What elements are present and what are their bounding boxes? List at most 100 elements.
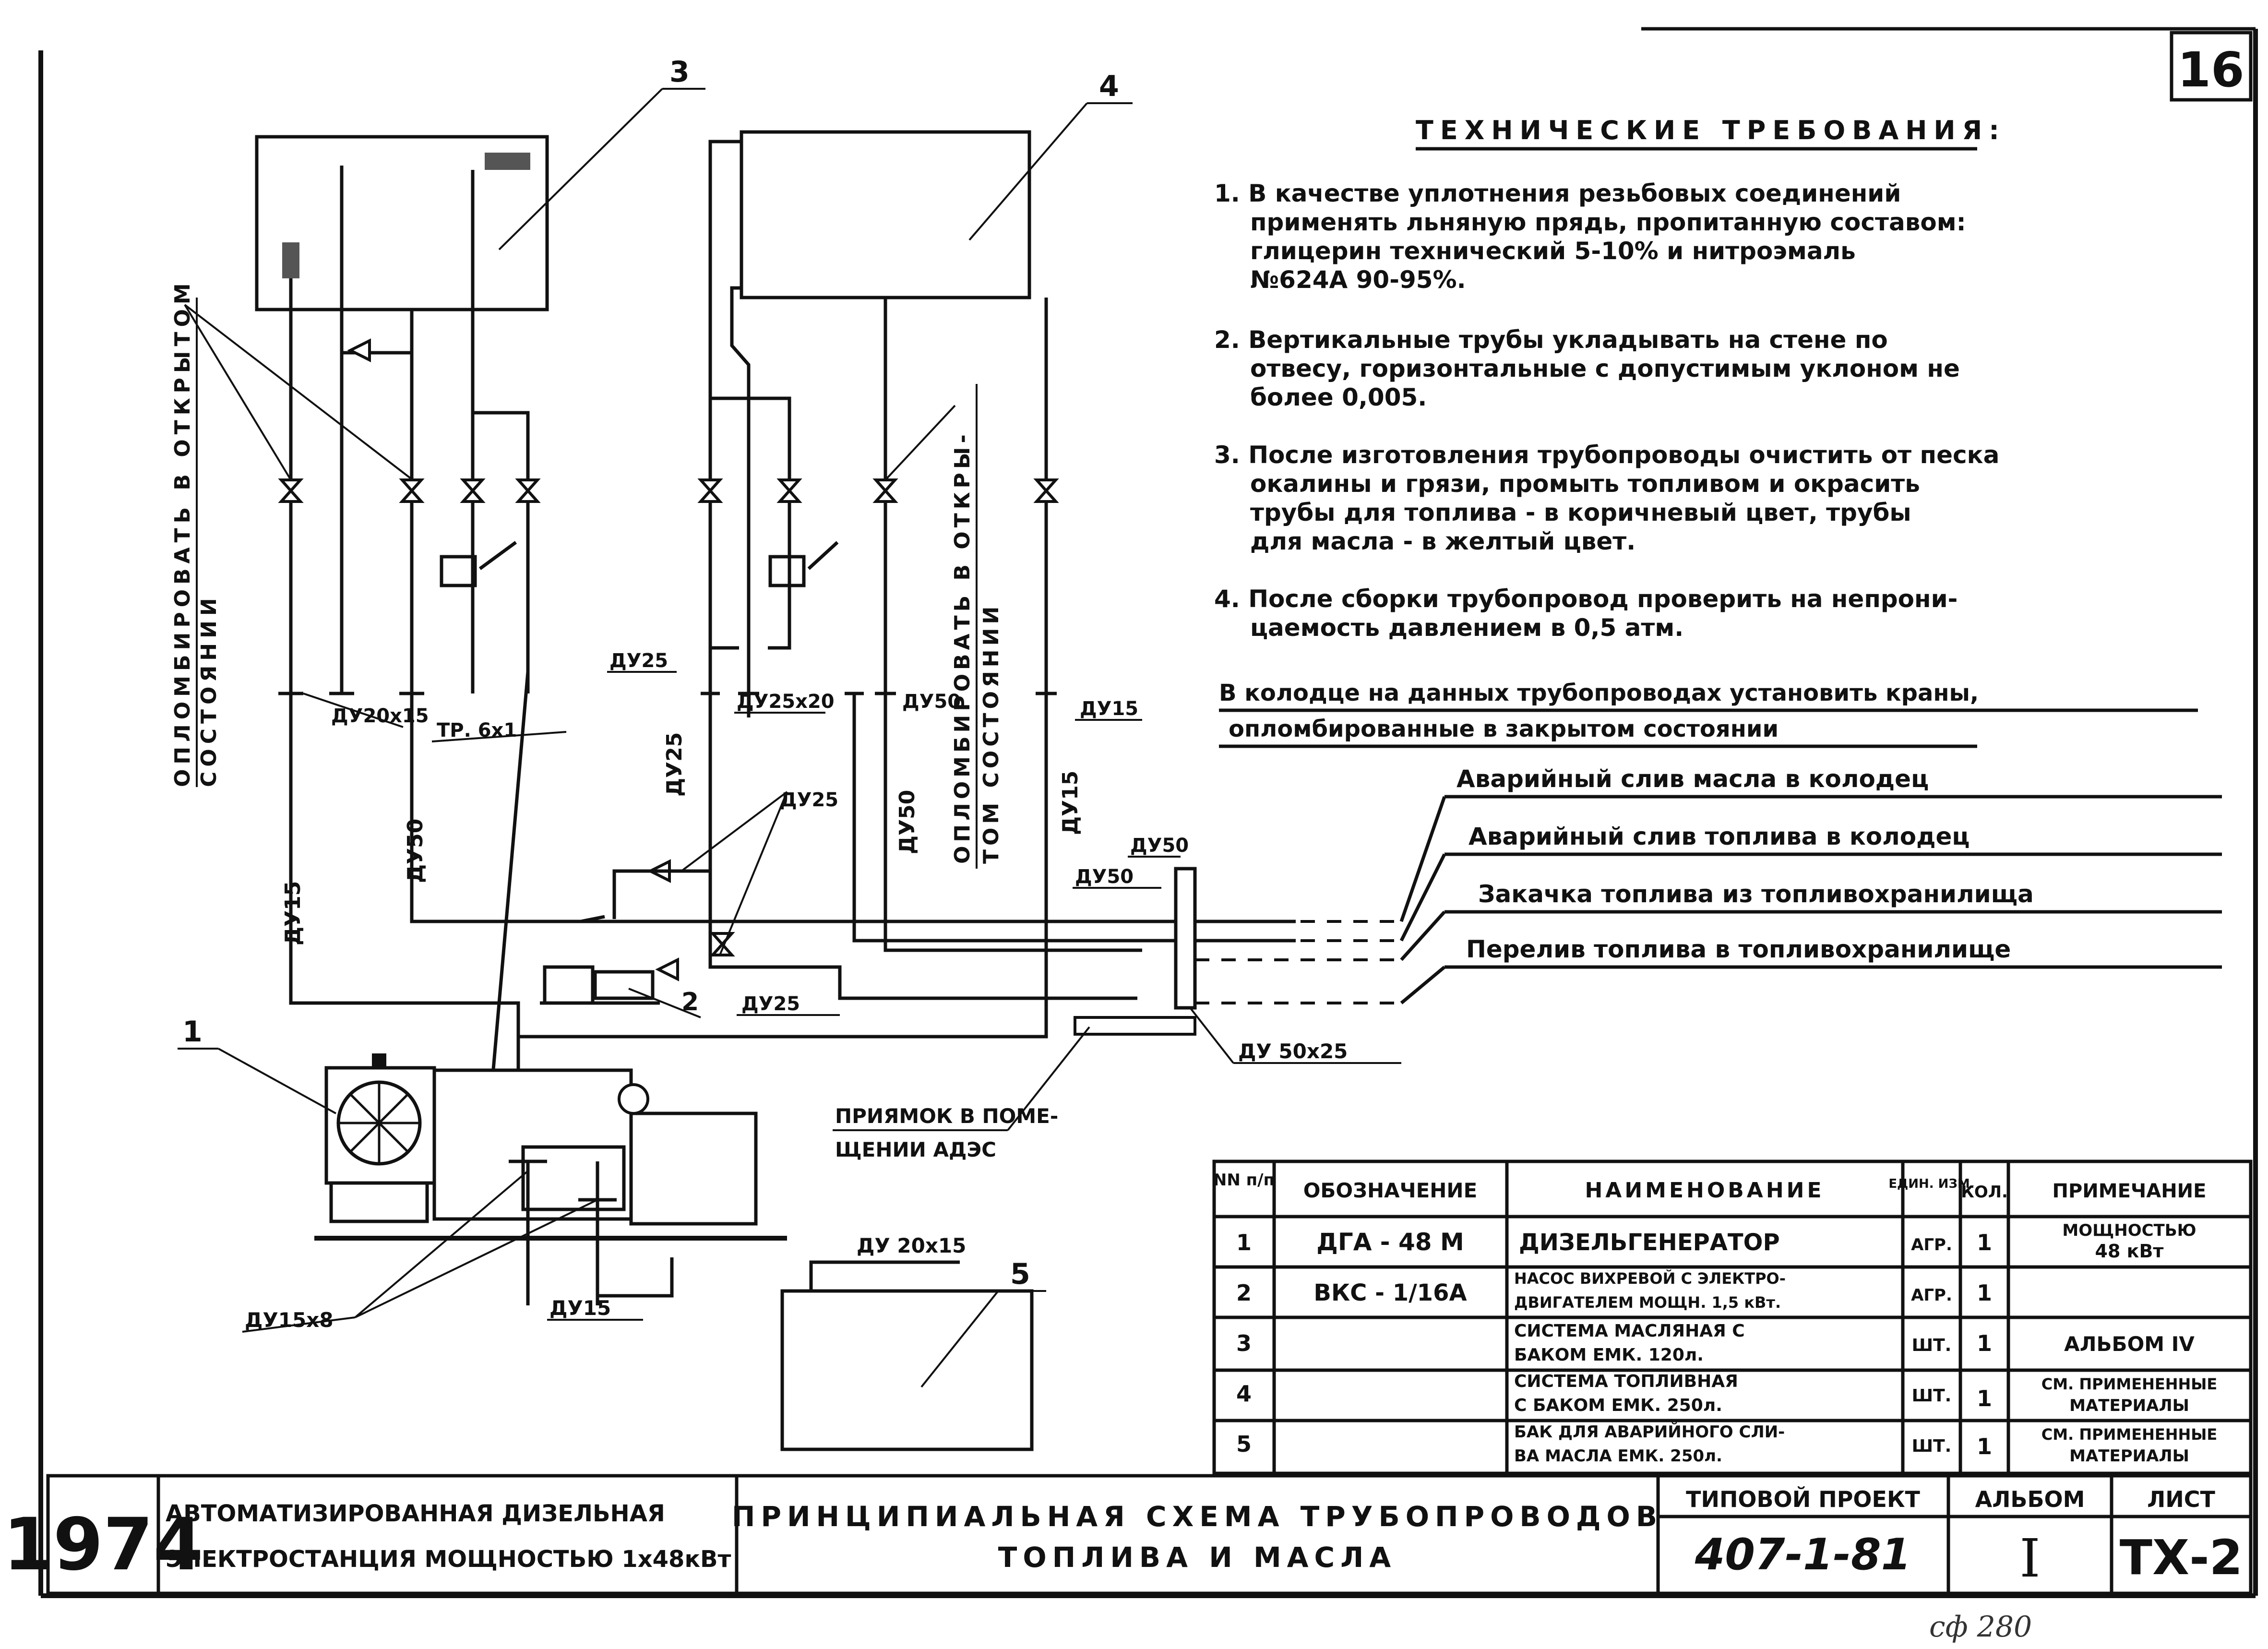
sheet-label: ЛИСТ — [2147, 1486, 2215, 1512]
valve-icon — [515, 478, 541, 503]
svg-text:ВКС - 1/16А: ВКС - 1/16А — [1313, 1279, 1467, 1306]
label-du15-right: ДУ15 — [1080, 698, 1138, 720]
outlet-wall — [1174, 867, 1197, 1010]
fuel-system-tank — [740, 130, 1031, 299]
valve-icon — [655, 957, 679, 981]
svg-text:1: 1 — [1977, 1330, 1992, 1356]
svg-text:1: 1 — [1977, 1386, 1992, 1411]
th-number: NN п/п — [1213, 1171, 1275, 1190]
svg-text:МАТЕРИАЛЫ: МАТЕРИАЛЫ — [2069, 1396, 2189, 1415]
svg-text:3: 3 — [1236, 1330, 1252, 1356]
svg-text:МАТЕРИАЛЫ: МАТЕРИАЛЫ — [2069, 1446, 2189, 1466]
table-row: 4 СИСТЕМА ТОПЛИВНАЯ С БАКОМ ЕМК. 250л. Ш… — [1236, 1372, 2217, 1415]
svg-text:5: 5 — [1236, 1431, 1252, 1457]
svg-text:48 кВт: 48 кВт — [2095, 1241, 2164, 1262]
th-name: НАИМЕНОВАНИЕ — [1585, 1178, 1824, 1203]
drawing-title-line-2: ТОПЛИВА И МАСЛА — [998, 1541, 1397, 1574]
technical-requirements: ТЕХНИЧЕСКИЕ ТРЕБОВАНИЯ: 1. В качестве уп… — [1214, 115, 2006, 642]
tech-req-3-line-2: окалины и грязи, промыть топливом и окра… — [1250, 470, 1920, 498]
valve-icon — [1033, 478, 1059, 503]
destination-fuel-intake: Закачка топлива из топливохранилища — [1478, 880, 2034, 908]
label-du50-d: ДУ50 — [1075, 866, 1134, 888]
project-name-line-2: ЭЛЕКТРОСТАНЦИЯ МОЩНОСТЬЮ 1х48кВт — [166, 1546, 731, 1573]
tech-req-3-line-3: трубы для топлива - в коричневый цвет, т… — [1250, 499, 1911, 526]
label-du50-a: ДУ50 — [902, 691, 961, 713]
valve-icon — [399, 478, 425, 503]
pipe-labels: ДУ20х15 ТР. 6х1 ДУ50 ДУ15 ДУ25 ДУ25х20 Д… — [242, 650, 1401, 1333]
valve-icon — [347, 338, 371, 362]
svg-text:АЛЬБОМ IV: АЛЬБОМ IV — [2064, 1332, 2195, 1356]
album-label: АЛЬБОМ — [1975, 1486, 2085, 1512]
svg-text:1: 1 — [1236, 1230, 1252, 1255]
svg-text:СИСТЕМА ТОПЛИВНАЯ: СИСТЕМА ТОПЛИВНАЯ — [1514, 1372, 1738, 1391]
label-du15-bottom: ДУ15 — [549, 1296, 611, 1320]
label-du25x20: ДУ25х20 — [737, 691, 835, 713]
callout-4: 4 — [1099, 70, 1119, 103]
title-year: 1974 — [3, 1503, 203, 1587]
label-du15-c: ДУ15 — [1058, 771, 1083, 835]
label-du25-d: ДУ25 — [741, 993, 800, 1015]
label-du50-c: ДУ50 — [1130, 835, 1189, 857]
svg-text:СМ. ПРИМЕНЕННЫЕ: СМ. ПРИМЕНЕННЫЕ — [2041, 1425, 2218, 1444]
svg-text:СИСТЕМА МАСЛЯНАЯ С: СИСТЕМА МАСЛЯНАЯ С — [1514, 1321, 1745, 1341]
destination-fuel-overflow: Перелив топлива в топливохранилище — [1466, 935, 2011, 963]
th-note: ПРИМЕЧАНИЕ — [2053, 1180, 2207, 1202]
tech-req-1-line-4: №624А 90-95%. — [1250, 266, 1466, 294]
callout-1: 1 — [182, 1015, 203, 1049]
destination-fuel-drain: Аварийный слив топлива в колодец — [1468, 823, 1970, 850]
svg-text:1: 1 — [1977, 1434, 1992, 1459]
valve-icon — [460, 478, 486, 503]
pipe-destinations: Аварийный слив масла в колодец Аварийный… — [1444, 765, 2222, 969]
label-du25-a: ДУ25 — [609, 650, 668, 672]
th-code: ОБОЗНАЧЕНИЕ — [1303, 1179, 1478, 1202]
well-note: В колодце на данных трубопроводах устано… — [1219, 680, 2198, 748]
emergency-drain-tank — [780, 1289, 1034, 1451]
svg-text:ШТ.: ШТ. — [1912, 1336, 1952, 1355]
seal-note-mid-line-1: ОПЛОМБИРОВАТЬ В ОТКРЫ- — [950, 430, 975, 864]
svg-text:1: 1 — [1977, 1280, 1992, 1306]
callout-numbers: 1 2 3 4 5 — [182, 55, 1119, 1291]
project-name-line-1: АВТОМАТИЗИРОВАННАЯ ДИЗЕЛЬНАЯ — [166, 1500, 665, 1527]
filter-icon — [440, 541, 517, 587]
valve-icon — [278, 478, 304, 503]
pit-note: ПРИЯМОК В ПОМЕ- ЩЕНИИ АДЭС — [833, 1026, 1090, 1161]
tech-req-3-line-1: 3. После изготовления трубопроводы очист… — [1214, 441, 1999, 469]
sheet-number: 16 — [2177, 42, 2244, 98]
label-du20x15-bottom: ДУ 20х15 — [857, 1234, 966, 1257]
valve-icon — [697, 478, 723, 503]
valve-icon — [776, 478, 802, 503]
label-du50x25: ДУ 50х25 — [1238, 1040, 1348, 1063]
label-du50-left: ДУ50 — [403, 819, 428, 883]
album-value: I — [2019, 1528, 2040, 1589]
filter-icon — [768, 541, 839, 587]
well-note-line-2: опломбированные в закрытом состоянии — [1229, 716, 1779, 742]
pit-floor — [1074, 1016, 1196, 1036]
svg-text:АГР.: АГР. — [1911, 1235, 1952, 1255]
svg-text:ДИЗЕЛЬГЕНЕРАТОР: ДИЗЕЛЬГЕНЕРАТОР — [1519, 1229, 1780, 1256]
breather-icon — [485, 153, 530, 170]
tech-req-1-line-2: применять льняную прядь, пропитанную сос… — [1250, 208, 1966, 236]
title-block: 1974 АВТОМАТИЗИРОВАННАЯ ДИЗЕЛЬНАЯ ЭЛЕКТР… — [3, 1474, 2253, 1595]
sheet-number-box: 16 — [2170, 31, 2253, 102]
destination-oil-drain: Аварийный слив масла в колодец — [1456, 765, 1929, 793]
sheet-value: ТХ-2 — [2120, 1530, 2243, 1586]
vortex-pump — [540, 965, 660, 1005]
seal-note-left: ОПЛОМБИРОВАТЬ В ОТКРЫТОМ СОСТОЯНИИ — [170, 278, 221, 787]
callout-3: 3 — [669, 55, 690, 89]
svg-text:ШТ.: ШТ. — [1912, 1386, 1952, 1406]
svg-text:БАКОМ ЕМК. 120л.: БАКОМ ЕМК. 120л. — [1514, 1345, 1704, 1365]
tech-req-title: ТЕХНИЧЕСКИЕ ТРЕБОВАНИЯ: — [1416, 115, 2006, 145]
svg-text:БАК ДЛЯ АВАРИЙНОГО СЛИ-: БАК ДЛЯ АВАРИЙНОГО СЛИ- — [1514, 1422, 1785, 1442]
drawing-title-line-1: ПРИНЦИПИАЛЬНАЯ СХЕМА ТРУБОПРОВОДОВ — [732, 1500, 1663, 1533]
table-row: 1 ДГА - 48 М ДИЗЕЛЬГЕНЕРАТОР АГР. 1 МОЩН… — [1236, 1221, 2196, 1262]
typical-project-label: ТИПОВОЙ ПРОЕКТ — [1686, 1486, 1920, 1512]
pit-note-line-1: ПРИЯМОК В ПОМЕ- — [835, 1104, 1058, 1128]
svg-text:ШТ.: ШТ. — [1912, 1436, 1952, 1456]
label-du50-b: ДУ50 — [895, 790, 919, 854]
table-row: 3 СИСТЕМА МАСЛЯНАЯ С БАКОМ ЕМК. 120л. ШТ… — [1236, 1321, 2195, 1365]
tech-req-2-line-2: отвесу, горизонтальные с допустимым укло… — [1250, 355, 1960, 382]
well-note-line-1: В колодце на данных трубопроводах устано… — [1219, 680, 1979, 706]
tech-req-4-line-1: 4. После сборки трубопровод проверить на… — [1214, 585, 1958, 613]
